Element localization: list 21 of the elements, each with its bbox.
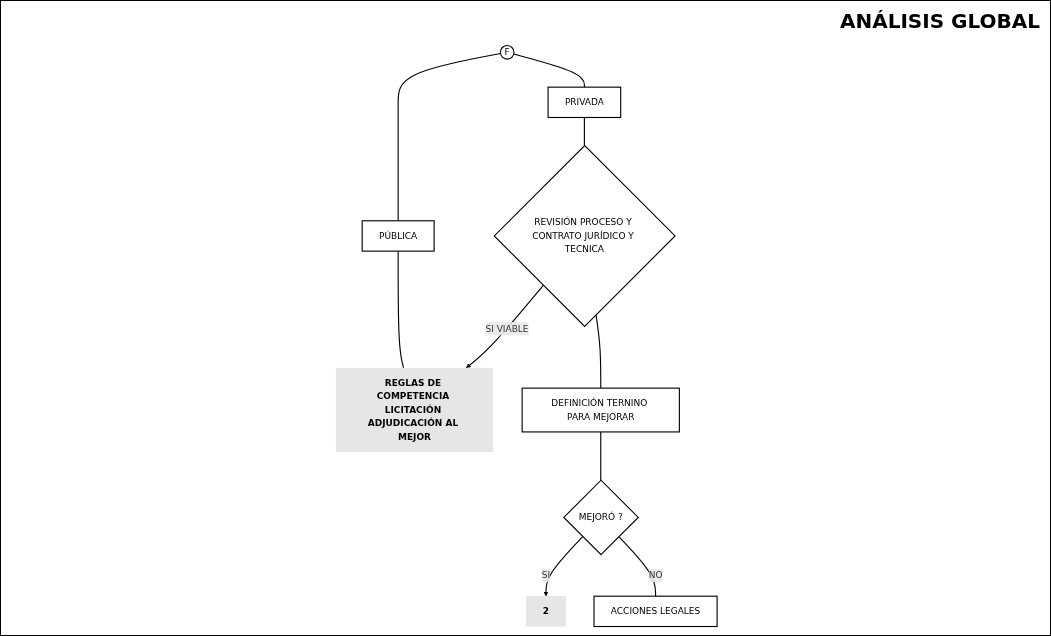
node-box: DEFINICIÓN TERNINO PARA MEJORAR (521, 387, 680, 433)
node-box: 2 (526, 596, 566, 627)
connector (397, 53, 502, 222)
connector (600, 431, 602, 481)
diagram-title: ANÁLISIS GLOBAL (840, 9, 1040, 33)
node-box: PÚBLICA (361, 220, 435, 252)
connector (513, 53, 585, 88)
edge-label: NO (648, 569, 663, 581)
connector (397, 250, 405, 369)
node-diamond: MEJORÓ ? (563, 479, 640, 556)
node-box: PRIVADA (547, 86, 622, 119)
edge-label: SI VIABLE (485, 323, 529, 334)
connector (618, 536, 657, 597)
connector (595, 314, 602, 389)
arrow (466, 284, 544, 369)
arrow (543, 536, 584, 597)
node-box: ACCIONES LEGALES (593, 595, 718, 628)
connector (583, 116, 585, 147)
edge-label: SI (541, 569, 551, 581)
node-circle: F (499, 44, 515, 60)
node-box: REGLAS DE COMPETENCIA LICITACIÓN ADJUDICACIÓN AL MEJOR (335, 367, 494, 453)
